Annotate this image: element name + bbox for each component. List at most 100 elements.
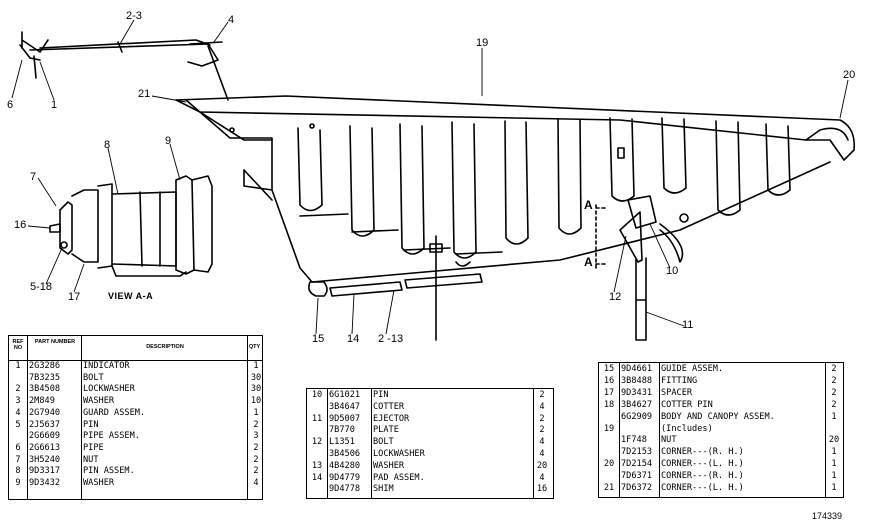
ref-no-cell: 17 — [603, 387, 615, 398]
callout-12: 12 — [609, 291, 622, 303]
qty-cell: 1 — [831, 471, 837, 482]
callout-2-3: 2-3 — [126, 10, 142, 22]
part-number-cell: 2M849 — [29, 396, 55, 407]
table-row: 3B4506 LOCKWASHER 4 — [307, 449, 553, 460]
qty-cell: 1 — [831, 447, 837, 458]
bowl-body — [175, 95, 856, 341]
part-number-cell: 2G3286 — [29, 361, 61, 371]
callout-20: 20 — [843, 69, 856, 81]
part-number-cell: 6G2909 — [621, 411, 653, 422]
qty-cell: 4 — [539, 449, 545, 459]
description-cell: (Includes) — [661, 423, 713, 434]
ref-no-cell: 5 — [15, 419, 21, 430]
description-cell: LOCKWASHER — [373, 449, 425, 459]
ref-no-cell: 10 — [311, 390, 323, 400]
ref-no-cell: 7 — [15, 454, 21, 465]
description-cell: BODY AND CANOPY ASSEM. — [661, 411, 775, 422]
part-number-cell: L1351 — [329, 437, 355, 448]
callout-15: 15 — [312, 333, 325, 345]
qty-cell: 4 — [539, 472, 545, 483]
qty-cell: 20 — [536, 460, 548, 471]
qty-cell: 2 — [253, 466, 259, 477]
part-number-cell: 7D2154 — [621, 459, 653, 470]
ref-no-cell: 16 — [603, 375, 615, 386]
callout-2-13: 2 -13 — [378, 333, 404, 345]
description-cell: CORNER---(R. H.) — [661, 447, 744, 458]
header-ref-no: REF NO — [12, 339, 24, 351]
description-cell: WASHER — [83, 478, 115, 488]
ref-no-cell: 15 — [603, 364, 615, 374]
ref-no-cell: 14 — [311, 472, 323, 483]
part-number-cell: 6G1021 — [329, 390, 361, 400]
qty-cell: 16 — [536, 484, 548, 495]
section-marker-a-top: A — [584, 198, 593, 212]
description-cell: NUT — [83, 454, 99, 465]
description-cell: EJECTOR — [373, 413, 410, 424]
callout-14: 14 — [347, 333, 360, 345]
qty-cell: 1 — [831, 459, 837, 470]
qty-cell: 3 — [253, 431, 259, 442]
callout-6: 6 — [7, 99, 14, 111]
callout-9: 9 — [165, 135, 172, 147]
qty-cell: 2 — [539, 390, 545, 400]
qty-cell: 30 — [250, 372, 262, 383]
qty-cell: 2 — [253, 419, 259, 430]
description-cell: PIN — [83, 419, 99, 430]
ref-no-cell: 8 — [15, 466, 21, 477]
qty-cell: 4 — [539, 437, 545, 448]
description-cell: SPACER — [661, 387, 693, 398]
part-number-cell: 4B4280 — [329, 460, 361, 471]
part-number-cell: 7D6371 — [621, 471, 653, 482]
description-cell: WASHER — [83, 396, 115, 407]
part-number-cell: 2G7940 — [29, 407, 61, 418]
description-cell: COTTER — [373, 401, 405, 412]
callout-21: 21 — [138, 88, 151, 100]
description-cell: PIN — [373, 390, 389, 400]
header-qty: QTY — [248, 344, 261, 350]
part-number-cell: 7D6372 — [621, 483, 653, 493]
view-a-a-caption: VIEW A-A — [108, 291, 154, 301]
ref-no-cell: 13 — [311, 460, 323, 471]
qty-cell: 1 — [831, 483, 837, 493]
part-number-cell: 3B4506 — [329, 449, 361, 459]
description-cell: PIPE — [83, 442, 104, 453]
callout-4: 4 — [228, 14, 235, 26]
description-cell: BOLT — [373, 437, 394, 448]
part-number-cell: 3H5240 — [29, 454, 61, 465]
callout-16: 16 — [14, 219, 27, 231]
callout-17: 17 — [68, 291, 81, 303]
part-number-cell: 9D3431 — [621, 387, 653, 398]
view-a-a-detail — [49, 175, 213, 277]
part-number-cell: 2G6609 — [29, 431, 61, 442]
ref-no-cell: 12 — [311, 437, 323, 448]
qty-cell: 2 — [253, 454, 259, 465]
indicator-rod — [19, 31, 229, 101]
ref-no-cell: 1 — [15, 361, 21, 371]
description-cell: INDICATOR — [83, 361, 130, 371]
ref-no-cell: 19 — [603, 423, 615, 434]
qty-cell: 2 — [831, 364, 837, 374]
part-number-cell: 9D4778 — [329, 484, 361, 495]
description-cell: COTTER PIN — [661, 399, 713, 410]
leader-lines — [11, 19, 849, 335]
table-row: 1 2G3286 INDICATOR 1 — [9, 361, 262, 372]
qty-cell: 1 — [253, 361, 259, 371]
